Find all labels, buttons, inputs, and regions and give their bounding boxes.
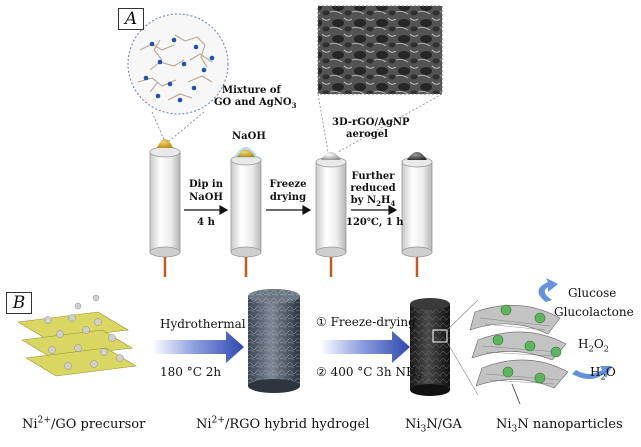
step1-line2: NaOH: [189, 192, 223, 203]
aerogel-label-line2: aerogel: [346, 129, 388, 140]
step1-line3: 4 h: [197, 217, 215, 228]
step3-line4: 120℃, 1 h: [346, 217, 404, 228]
naoh-label: NaOH: [232, 131, 266, 142]
caption-hydrogel: Ni2+/RGO hybrid hydrogel: [196, 415, 370, 432]
mixture-label-line1: Mixture of: [222, 85, 281, 96]
step2-line2: drying: [269, 192, 307, 203]
glucolactone-label: Glucolactone: [554, 305, 634, 319]
step3-line3: by N2H4: [350, 195, 396, 208]
panel-b-letter: B: [6, 292, 32, 314]
panel-a-arrows: [184, 204, 398, 216]
step3-line1: Further: [351, 171, 395, 182]
step3-line2: reduced: [350, 183, 396, 194]
hydrothermal-label: Hydrothermal: [160, 317, 246, 331]
mixture-zoom-circle: [127, 13, 229, 143]
caption-nanoparticles: Ni3N nanoparticles: [496, 417, 623, 435]
ni3n-ga-cylinder: [410, 298, 479, 396]
electrode-4: [401, 152, 433, 277]
hydrogel-cylinder: [248, 289, 300, 393]
go-precursor-sheets: [17, 294, 137, 377]
h2o-label: H2O: [590, 365, 616, 382]
step1-line1: Dip in: [188, 179, 223, 190]
caption-precursor: Ni2+/GO precursor: [22, 415, 146, 432]
hydrothermal-conditions: 180 °C 2h: [160, 365, 222, 379]
mixture-label-line2: GO and AgNO3: [214, 97, 297, 110]
sem-image-inset: [317, 5, 443, 153]
electrode-1: [149, 139, 181, 277]
panel-a-letter: A: [118, 8, 144, 30]
h2o2-label: H2O2: [578, 337, 609, 354]
step2-line1: Freeze: [269, 179, 307, 190]
ni3n-structure: [469, 304, 569, 405]
panel-b-arrows: [152, 331, 410, 363]
aerogel-label-line1: 3D-rGO/AgNP: [332, 117, 410, 128]
freeze-drying-step: ① Freeze-drying: [316, 315, 416, 329]
electrode-2: [230, 147, 262, 277]
anneal-step: ② 400 °C 3h NH3: [316, 365, 422, 382]
reaction-arrows: [538, 278, 612, 379]
electrode-3: [315, 152, 347, 277]
glucose-label: Glucose: [568, 286, 617, 300]
caption-ni3n-ga: Ni3N/GA: [405, 417, 462, 435]
